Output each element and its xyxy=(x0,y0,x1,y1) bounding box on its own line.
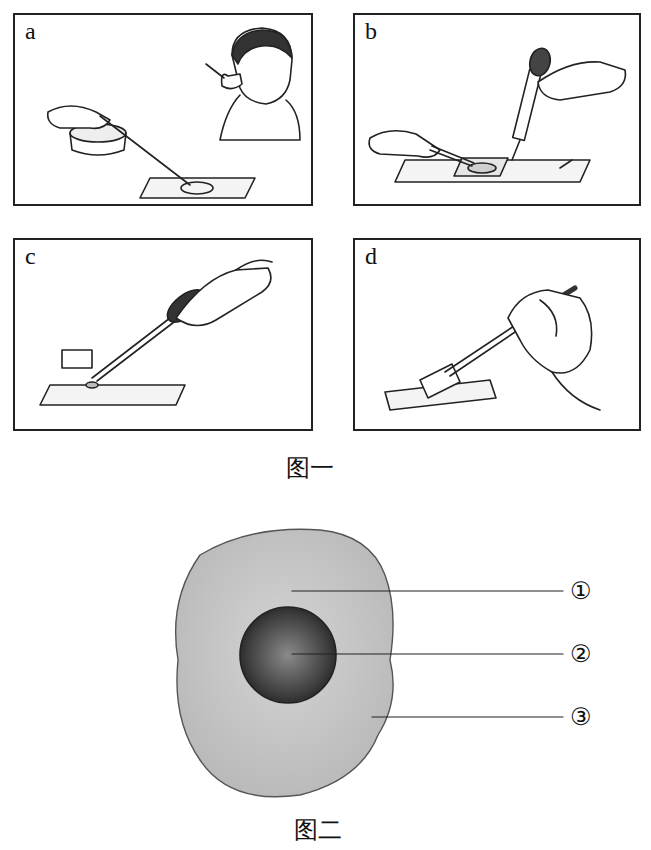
callout-number: ② xyxy=(570,642,592,666)
figure-caption: 图二 xyxy=(294,818,342,842)
panel-letter: a xyxy=(25,19,36,43)
step-panel: a xyxy=(13,13,313,206)
step-panel: d xyxy=(353,238,641,431)
callout-number: ① xyxy=(570,579,592,603)
panel-letter: b xyxy=(365,19,377,43)
panel-letter: d xyxy=(365,244,377,268)
callout-number: ③ xyxy=(570,705,592,729)
panel-letter: c xyxy=(25,244,36,268)
step-panel: c xyxy=(13,238,313,431)
step-panel: b xyxy=(353,13,641,206)
figure-caption: 图一 xyxy=(286,456,334,480)
